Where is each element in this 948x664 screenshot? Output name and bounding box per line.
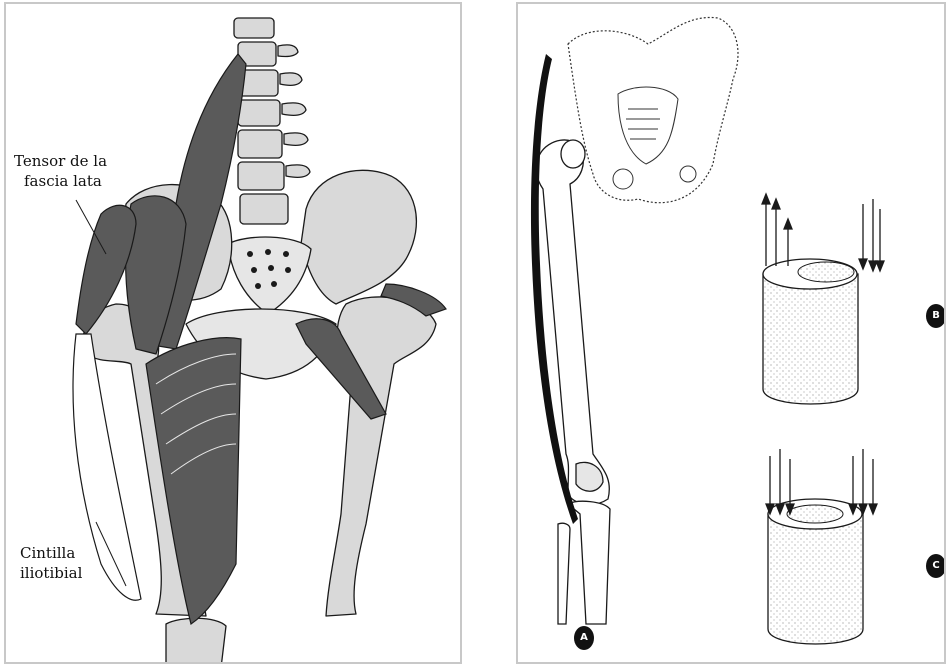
iliotibial-band [73,334,141,600]
cylinder-b [763,259,858,404]
vertebra [234,18,274,38]
vertebra [238,162,284,190]
bone-stress-drawing [518,4,946,664]
label-cintilla-line2: iliotibial [20,564,82,583]
cylinder-c [768,499,863,644]
label-cintilla-line1: Cintilla [20,544,75,563]
bone-stress-illustration: A B C [516,2,946,664]
tibia-left [166,618,226,664]
badge-b: B [926,304,946,328]
vertebra [240,194,288,224]
iliac-wing-right [301,170,416,304]
hip-muscles-illustration: Tensor de la fascia lata Cintilla ilioti… [4,2,462,664]
badge-c: C [926,554,946,578]
badge-a: A [574,626,594,650]
sacrum [228,237,311,314]
label-tensor-line1: Tensor de la [14,152,107,171]
vertebra [238,130,282,158]
label-tensor-line2: fascia lata [24,172,102,191]
vertebra [238,100,280,126]
